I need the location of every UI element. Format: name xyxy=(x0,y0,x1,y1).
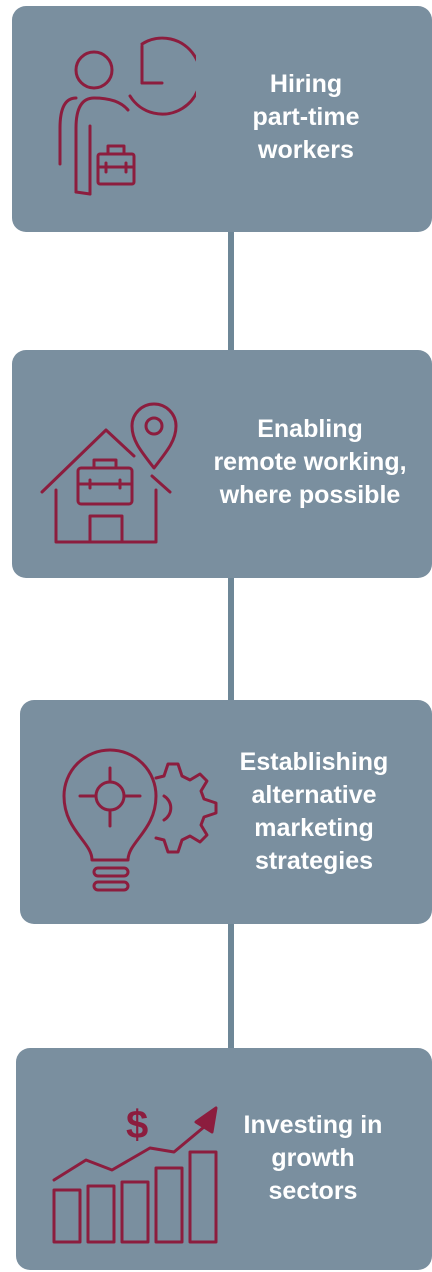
label-line: alternative xyxy=(251,781,377,809)
step-label-marketing: Establishing alternative marketing strat… xyxy=(216,742,412,882)
label-line: strategies xyxy=(254,847,374,875)
label-line: growth xyxy=(271,1143,355,1172)
step-card-marketing: Establishing alternative marketing strat… xyxy=(20,700,432,924)
growth-chart-dollar-icon: $ xyxy=(50,1088,220,1248)
svg-text:$: $ xyxy=(126,1103,148,1147)
label-line: workers xyxy=(258,135,354,164)
connector-line-1 xyxy=(228,230,234,352)
label-line: Establishing xyxy=(239,748,389,776)
step-card-remote-working: Enabling remote working, where possible xyxy=(12,350,432,578)
label-line: part-time xyxy=(252,102,360,131)
label-line: Enabling xyxy=(257,414,363,443)
home-briefcase-location-icon xyxy=(36,386,196,546)
connector-line-2 xyxy=(228,576,234,702)
label-line: Hiring xyxy=(269,69,343,98)
step-card-growth: $ Investing in growth sectors xyxy=(16,1048,432,1270)
connector-line-3 xyxy=(228,922,234,1050)
step-label-remote-working: Enabling remote working, where possible xyxy=(188,400,432,524)
label-line: remote working, xyxy=(213,447,407,476)
step-label-growth: Investing in growth sectors xyxy=(220,1092,406,1224)
step-card-hiring: Hiring part-time workers xyxy=(12,6,432,232)
label-line: Investing in xyxy=(243,1110,383,1139)
label-line: sectors xyxy=(268,1176,358,1205)
step-label-hiring: Hiring part-time workers xyxy=(208,56,404,178)
worker-clock-briefcase-icon xyxy=(46,34,196,214)
label-line: where possible xyxy=(219,480,401,509)
lightbulb-gear-icon xyxy=(60,730,220,900)
label-line: marketing xyxy=(254,814,374,842)
